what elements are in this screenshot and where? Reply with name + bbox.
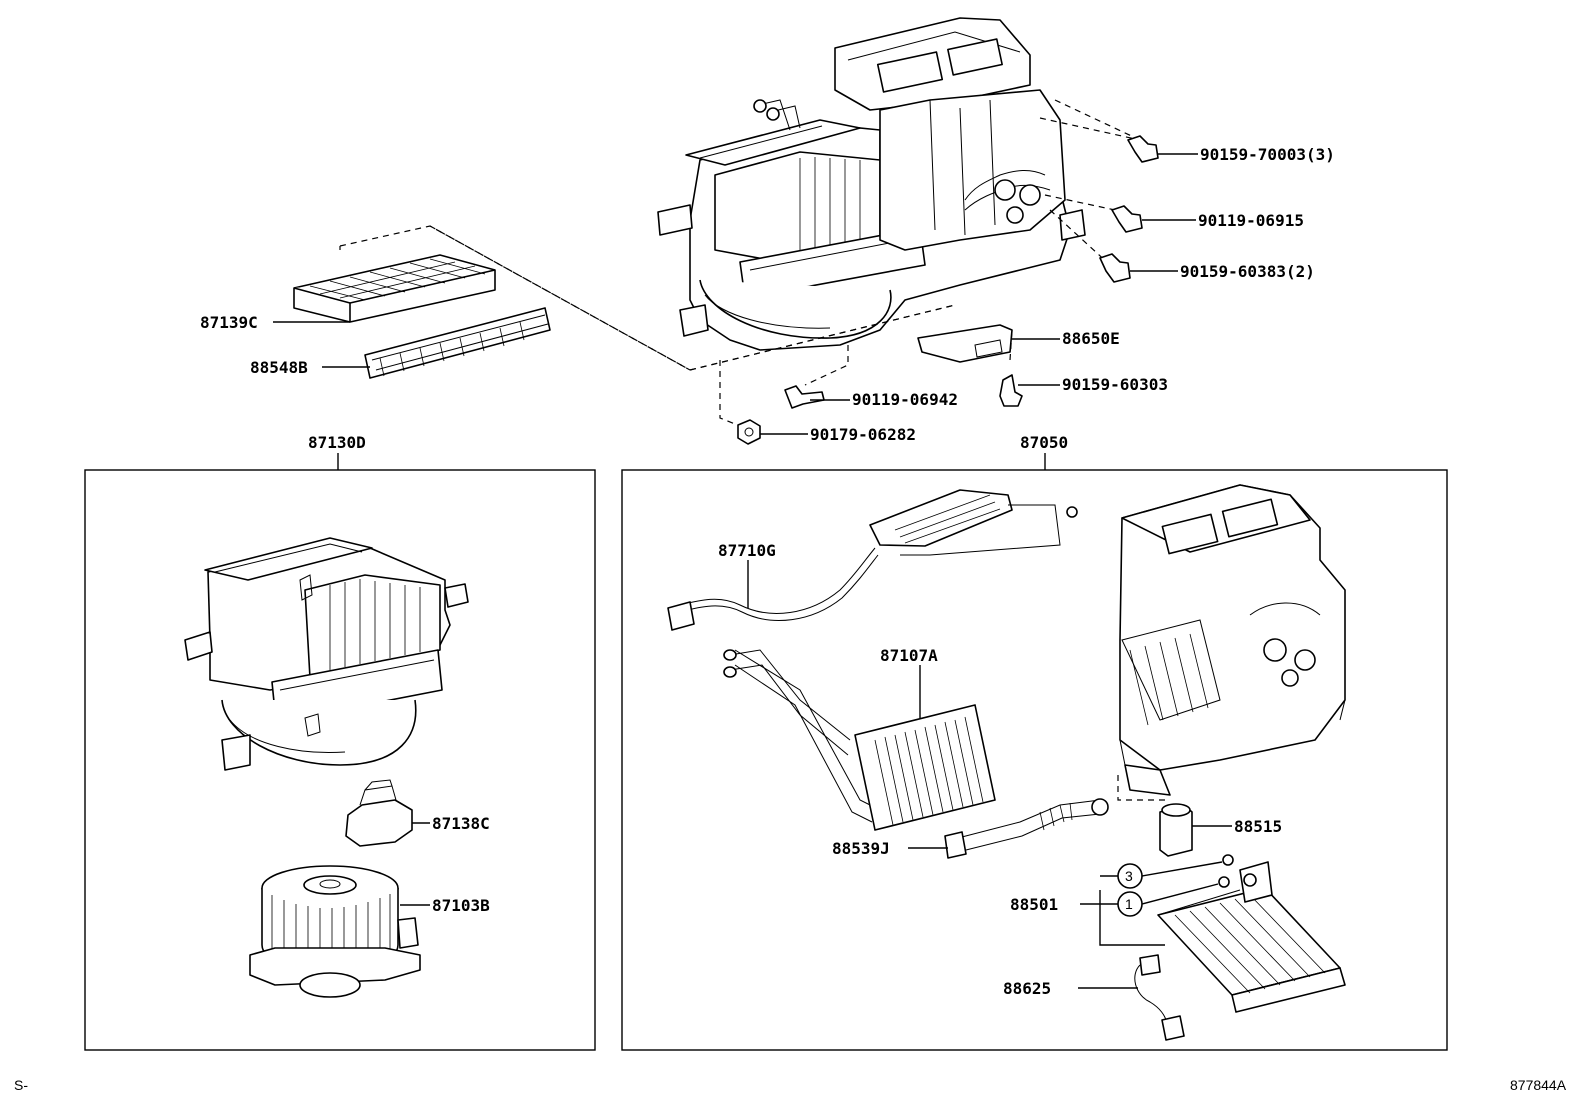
blower-assembly-group: 87130D 87138C 87103B [84,433,596,1051]
filter-cover-drawing [364,307,551,379]
callout-87103B: 87103B [432,896,490,915]
diagram-code: 877844A [1510,1077,1567,1093]
footer-left-mark: S- [14,1077,28,1093]
callout-88548B: 88548B [250,358,308,377]
heater-unit-group: 87050 87710G 87107A [621,433,1448,1051]
heater-unit-box [621,469,1448,1051]
callout-87107A: 87107A [880,646,938,665]
callout-number-1: 1 [1125,896,1133,912]
hardware-top [737,135,1159,445]
callout-number-3: 3 [1125,868,1133,884]
callout-87139C: 87139C [200,313,258,332]
callout-87130D: 87130D [308,433,366,452]
callout-90179-06282: 90179-06282 [810,425,916,444]
callout-87138C: 87138C [432,814,490,833]
callout-90119-06915: 90119-06915 [1198,211,1304,230]
callout-90119-06942: 90119-06942 [852,390,958,409]
callout-88650E: 88650E [1062,329,1120,348]
callout-88539J: 88539J [832,839,890,858]
cabin-filter-drawing [293,254,496,323]
main-assembly-drawing [657,17,1086,351]
callout-88501: 88501 [1010,895,1058,914]
callouts-top: 90159-70003(3) 90119-06915 90159-60383(2… [200,145,1335,444]
callout-88625: 88625 [1003,979,1051,998]
callout-87710G: 87710G [718,541,776,560]
callout-90159-60303: 90159-60303 [1062,375,1168,394]
callout-88515: 88515 [1234,817,1282,836]
callout-87050: 87050 [1020,433,1068,452]
callout-90159-60383: 90159-60383(2) [1180,262,1315,281]
leader-lines-top [273,153,1198,435]
callout-90159-70003: 90159-70003(3) [1200,145,1335,164]
blower-assembly-box [84,469,596,1051]
